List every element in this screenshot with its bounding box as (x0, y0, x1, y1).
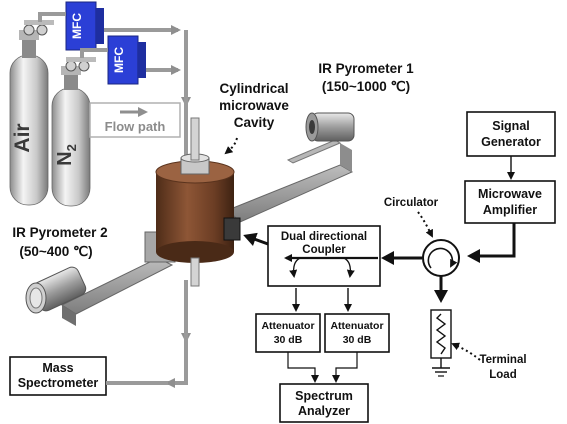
mass-spectrometer-box: Mass Spectrometer (9, 356, 107, 396)
terminal-pointer (451, 342, 481, 361)
circulator (422, 239, 460, 277)
mfc-2-label: MFC (112, 47, 126, 73)
amp-to-circulator-arrow (467, 223, 516, 263)
mass-line1: Mass (42, 361, 73, 375)
attenuator-2-line1: Attenuator (330, 320, 383, 332)
terminal-load (430, 309, 452, 377)
attenuator-2-box: Attenuator 30 dB (324, 313, 390, 353)
cavity-pointer (224, 137, 238, 155)
right-rail (227, 139, 354, 234)
microwave-amplifier-box: Microwave Amplifier (464, 180, 556, 224)
mfc-unit-1: MFC (65, 1, 104, 51)
flow-path-legend: Flow path (89, 102, 181, 138)
cavity-label-1: Cylindrical (219, 81, 288, 96)
spectrum-line2: Analyzer (298, 404, 350, 418)
coupler-line2: Coupler (302, 244, 346, 256)
circulator-pointer (417, 211, 433, 238)
cavity-label-3: Cavity (234, 115, 275, 130)
regulator-air (23, 20, 54, 36)
attenuator-2-line2: 30 dB (343, 334, 372, 346)
att-to-spectrum-lines (287, 352, 358, 383)
n2-label: N2 (54, 144, 79, 166)
dual-directional-coupler-box: Dual directional Coupler (267, 225, 381, 287)
pyro1-label-2: (150~1000 ℃) (322, 79, 410, 94)
air-cylinder: Air (9, 30, 49, 206)
regulator-n2 (65, 57, 96, 72)
attenuator-1-line2: 30 dB (274, 334, 303, 346)
circulator-label: Circulator (384, 197, 439, 209)
pyro1-label-1: IR Pyrometer 1 (318, 61, 414, 76)
mfc-1-label: MFC (70, 13, 84, 39)
n2-cylinder: N2 (51, 66, 91, 207)
signal-generator-line2: Generator (481, 135, 541, 149)
signal-generator-line1: Signal (492, 119, 530, 133)
attenuator-1-box: Attenuator 30 dB (255, 313, 321, 353)
terminal-label-1: Terminal (479, 354, 526, 366)
ir-pyrometer-1 (305, 112, 355, 142)
pyro2-label-1: IR Pyrometer 2 (12, 225, 107, 240)
amplifier-line1: Microwave (478, 187, 542, 201)
mfc-unit-2: MFC (107, 35, 146, 85)
terminal-label-2: Load (489, 369, 516, 381)
ir-pyrometer-2 (25, 266, 87, 314)
coupler-to-cavity-arrow (243, 232, 269, 246)
coupler-line1: Dual directional (281, 231, 367, 243)
gas-pipes (12, 12, 191, 388)
cavity-label-2: microwave (219, 98, 289, 113)
signal-generator-box: Signal Generator (466, 111, 556, 157)
air-label: Air (11, 123, 34, 152)
amplifier-line2: Amplifier (483, 203, 537, 217)
mass-line2: Spectrometer (18, 376, 99, 390)
spectrum-analyzer-box: Spectrum Analyzer (279, 383, 369, 423)
attenuator-1-line1: Attenuator (261, 320, 314, 332)
microwave-cavity (155, 117, 241, 287)
flow-path-label: Flow path (105, 119, 166, 134)
spectrum-line1: Spectrum (295, 389, 353, 403)
pyro2-label-2: (50~400 ℃) (19, 244, 92, 259)
